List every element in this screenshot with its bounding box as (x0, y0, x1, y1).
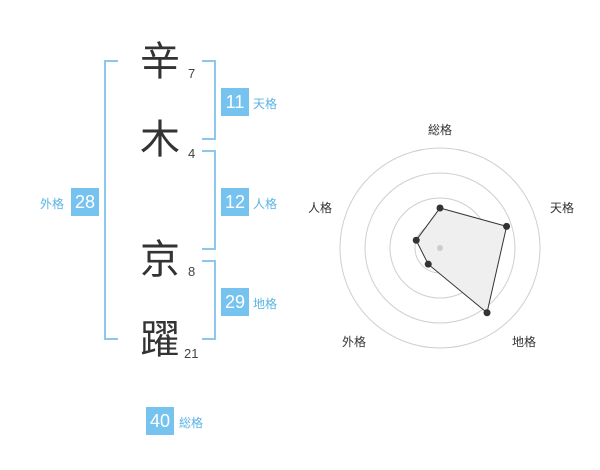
radar-point (503, 222, 511, 230)
stroke-count-4: 21 (184, 346, 199, 361)
radar-polygon (415, 207, 508, 314)
stroke-count-1: 7 (188, 66, 196, 81)
radar-point (436, 204, 444, 212)
radar-ring (339, 147, 541, 349)
stroke-count-3: 8 (188, 264, 196, 279)
radar-point (483, 309, 491, 317)
radar-label-tenkaku: 天格 (550, 200, 574, 215)
chikaku-label: 地格 (253, 297, 278, 311)
radar-points (412, 204, 511, 317)
tenkaku-bracket (202, 60, 216, 140)
radar-label-gaikaku: 外格 (342, 334, 366, 349)
chikaku-score: 29 (221, 288, 249, 316)
name-char-4: 躍 (140, 317, 180, 363)
jinkaku-score: 12 (221, 188, 249, 216)
name-char-2: 木 (140, 117, 180, 163)
name-char-1: 辛 (140, 39, 180, 85)
chikaku-bracket (202, 260, 216, 340)
radar-point (424, 260, 432, 268)
radar-label-chikaku: 地格 (512, 334, 536, 349)
tenkaku-label: 天格 (253, 97, 278, 111)
gaikaku-label: 外格 (40, 197, 65, 211)
tenkaku-score: 11 (221, 88, 249, 116)
soukaku-label: 総格 (179, 416, 204, 430)
jinkaku-bracket (202, 150, 216, 250)
soukaku-score: 40 (146, 407, 174, 435)
radar-point (412, 236, 420, 244)
name-char-3: 京 (140, 237, 180, 283)
stroke-count-2: 4 (188, 146, 196, 161)
radar-center-dot (437, 245, 443, 251)
radar-label-soukaku: 総格 (428, 122, 452, 137)
jinkaku-label: 人格 (253, 197, 278, 211)
radar-label-jinkaku: 人格 (308, 200, 332, 215)
radar-ring (364, 172, 516, 324)
gaikaku-bracket (104, 60, 118, 340)
gaikaku-score: 28 (71, 188, 99, 216)
